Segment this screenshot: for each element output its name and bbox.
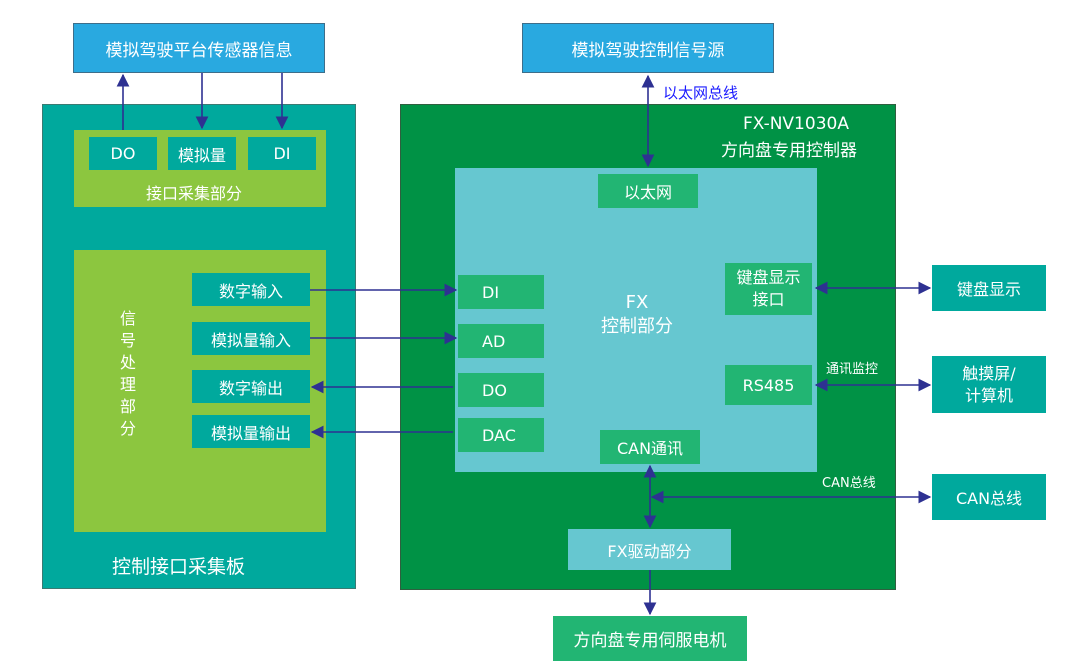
ethernet-bus-label: 以太网总线 [663,84,739,102]
controller-name: 方向盘专用控制器 [721,141,857,161]
port-di: DI [248,137,316,170]
fx-drive-section: FX驱动部分 [568,529,731,570]
interface-section-title: 接口采集部分 [146,184,243,203]
controller-model: FX-NV1030A [743,114,849,134]
core-port-dac: DAC [458,418,544,452]
ethernet-port: 以太网 [598,174,698,208]
control-source-label: 模拟驾驶控制信号源 [571,40,725,61]
can-bus-box: CAN总线 [932,474,1046,520]
analog-input: 模拟量输入 [192,322,310,355]
board-title: 控制接口采集板 [112,556,246,578]
digital-input: 数字输入 [192,273,310,306]
keyboard-display-interface: 键盘显示 接口 [725,263,812,315]
can-comm-port: CAN通讯 [600,430,700,464]
digital-output: 数字输出 [192,370,310,403]
sensor-info-label: 模拟驾驶平台传感器信息 [105,40,293,61]
analog-output: 模拟量输出 [192,415,310,448]
core-port-do: DO [458,373,544,407]
can-bus-label: CAN总线 [822,476,876,491]
port-do: DO [89,137,157,170]
sensor-info-box: 模拟驾驶平台传感器信息 [73,23,325,73]
fx-control-title: FX 控制部分 [601,292,673,337]
port-analog: 模拟量 [168,137,236,170]
port-do-label: DO [110,144,136,163]
port-analog-label: 模拟量 [177,145,226,165]
touchscreen-computer-box: 触摸屏/ 计算机 [932,356,1046,413]
signal-processing-title: 信 号 处 理 部 分 [119,309,136,438]
comm-monitor-label: 通讯监控 [826,362,879,377]
servo-motor-box: 方向盘专用伺服电机 [553,616,747,661]
control-source-box: 模拟驾驶控制信号源 [522,23,774,73]
rs485-port: RS485 [725,365,812,405]
port-di-label: DI [273,144,291,163]
core-port-ad: AD [458,324,544,358]
keyboard-display-box: 键盘显示 [932,265,1046,311]
core-port-di: DI [458,275,544,309]
